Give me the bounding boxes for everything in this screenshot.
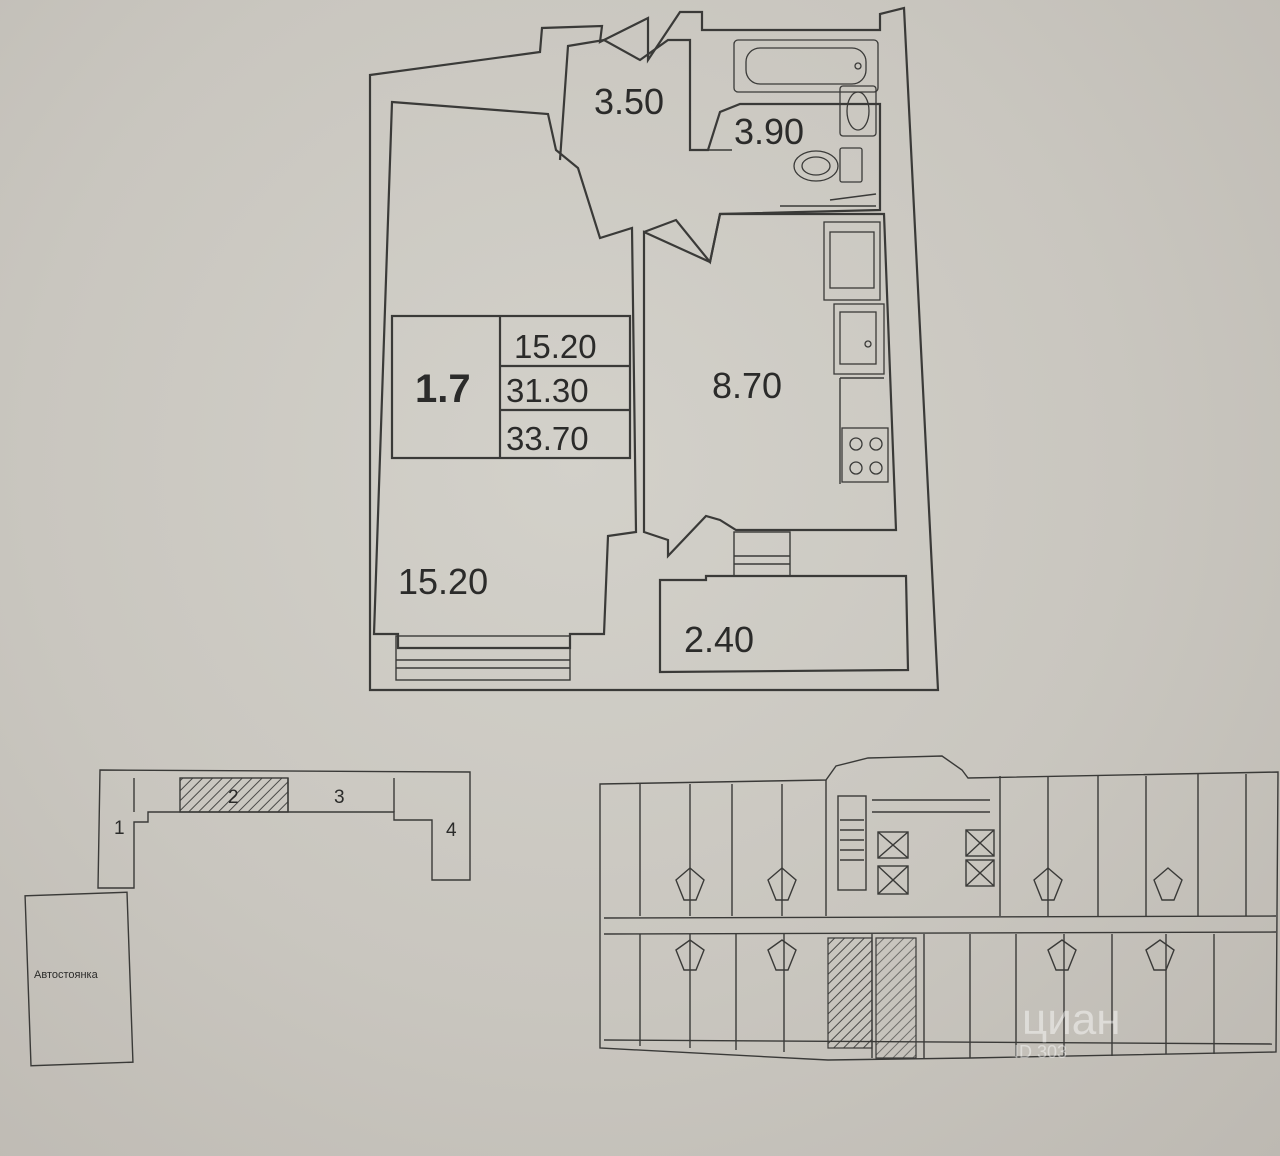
kitchen-walls	[642, 212, 898, 559]
watermark-brand: циан	[1022, 995, 1121, 1044]
kitchen-area: 8.70	[712, 365, 782, 406]
summary-total-with-balcony: 33.70	[506, 420, 589, 457]
building-floor-plan	[599, 755, 1279, 1061]
section-2-highlight	[179, 777, 289, 813]
kitchen-window	[733, 531, 791, 577]
unit-hall-shapes	[675, 867, 1183, 971]
highlighted-apartment-part	[875, 937, 917, 1059]
lower-unit-walls	[639, 934, 1215, 1058]
cian-watermark: циан ID 303	[1014, 995, 1121, 1062]
sink-icon	[839, 85, 877, 137]
hall-walls	[558, 38, 882, 265]
hall-area: 3.50	[594, 81, 664, 122]
upper-unit-walls	[639, 774, 1247, 916]
highlighted-apartment	[827, 937, 873, 1049]
stove-icon	[841, 427, 889, 483]
section-label-2: 2	[228, 787, 239, 808]
parking-area	[24, 891, 134, 1067]
fridge-icon	[823, 221, 881, 301]
site-plan: 1 2 3 4 Автостоянка	[24, 769, 471, 1067]
kitchen-fixtures	[823, 221, 889, 484]
section-label-3: 3	[334, 787, 345, 808]
watermark-id: ID 303	[1014, 1042, 1067, 1062]
elevator-icon	[965, 859, 995, 887]
toilet-icon	[839, 147, 863, 183]
summary-box	[390, 314, 632, 460]
parking-label: Автостоянка	[34, 969, 99, 981]
building-core	[837, 795, 995, 895]
elevator-icon	[877, 865, 909, 895]
bathtub-icon	[733, 39, 879, 93]
bathroom	[733, 39, 879, 207]
unit-number: 1.7	[415, 367, 471, 411]
section-label-1: 1	[114, 818, 125, 839]
outer-wall	[368, 6, 940, 692]
bathroom-area: 3.90	[734, 111, 804, 152]
living-room-walls	[372, 100, 638, 650]
balcony-walls	[658, 574, 910, 674]
section-label-4: 4	[446, 820, 457, 841]
summary-total-area: 31.30	[506, 372, 589, 409]
kitchen-sink-icon	[833, 303, 885, 375]
living-room-area: 15.20	[398, 561, 488, 602]
balcony-area: 2.40	[684, 619, 754, 660]
elevator-icon	[965, 829, 995, 857]
summary-living-area: 15.20	[514, 328, 597, 365]
apartment-plan: 1.7 15.20 31.30 33.70 3.50 3.90 8.70 15.…	[368, 6, 940, 692]
floor-outline	[599, 755, 1279, 1061]
living-window	[395, 635, 571, 681]
elevator-icon	[877, 831, 909, 859]
